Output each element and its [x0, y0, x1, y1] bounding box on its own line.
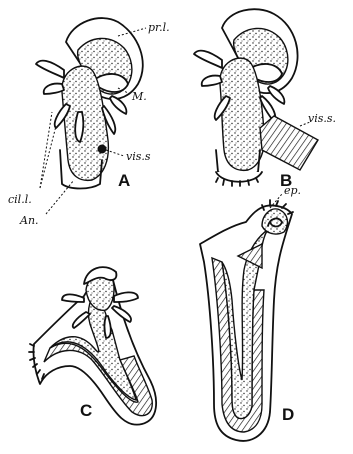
panel-d-letter: D: [282, 405, 294, 424]
panel-b: vis.s. B: [194, 9, 336, 190]
label-pr-l: pr.l.: [148, 21, 170, 34]
panel-a: pr.l. M. cil.l. vis.s An. A: [8, 18, 170, 227]
panel-b-anal-ring: [216, 172, 262, 182]
label-cil-l: cil.l.: [8, 193, 32, 206]
panel-c-tentacle-5: [105, 316, 111, 338]
panel-a-tentacle-1: [36, 61, 64, 78]
panel-d: ep. D: [200, 184, 301, 441]
panel-a-visceral-spot: [98, 145, 107, 154]
panel-b-tentacle-2: [202, 76, 222, 86]
panel-a-letter: A: [118, 171, 130, 190]
panel-c-letter: C: [80, 401, 92, 420]
label-vis-s-b: vis.s.: [308, 112, 336, 125]
panel-a-leader-an: [46, 180, 74, 214]
panel-c-tentacle-3: [114, 292, 138, 302]
panel-a-tentacle-6: [110, 96, 126, 114]
panel-a-tentacle-2: [44, 84, 64, 94]
label-ep: ep.: [284, 184, 301, 197]
panel-c-tentacle-1: [62, 294, 84, 302]
panel-a-tentacle-4: [75, 112, 83, 142]
label-m: M.: [131, 90, 147, 103]
panel-a-leader-cil-2: [40, 112, 52, 188]
panel-b-tentacle-1: [194, 51, 222, 68]
panel-c: C: [29, 267, 156, 425]
label-vis-s-a: vis.s: [126, 150, 151, 163]
label-an: An.: [19, 214, 39, 227]
